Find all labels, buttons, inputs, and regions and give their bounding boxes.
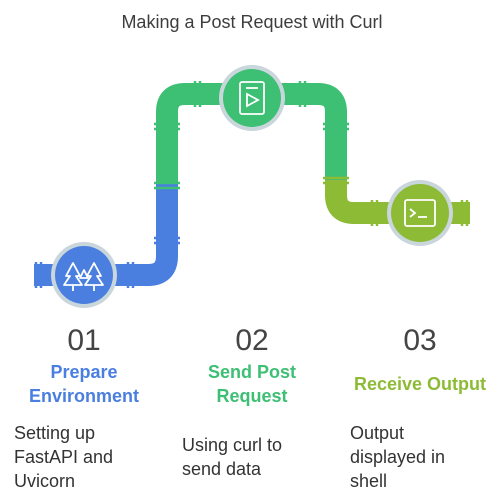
step-2-number: 02 <box>235 324 269 357</box>
pipe-segment-blue <box>34 182 178 286</box>
diagram-title: Making a Post Request with Curl <box>121 12 383 32</box>
terminal-icon <box>404 199 436 227</box>
step-3-node <box>387 180 453 246</box>
step-3-number: 03 <box>403 324 437 357</box>
pipe-segment-lime <box>325 180 470 224</box>
step-3-heading: Receive Output <box>353 374 487 394</box>
send-document-icon <box>239 81 265 115</box>
step-2-node <box>219 65 285 131</box>
trees-icon <box>63 262 104 291</box>
step-2-heading: Send Post Request <box>207 362 296 406</box>
step-2-description: Using curl to send data <box>182 435 283 479</box>
step-1-heading: Prepare Environment <box>28 362 139 406</box>
step-3-description: Output displayed in shell <box>350 423 446 491</box>
step-1-node <box>51 242 117 308</box>
step-1-description: Setting up FastAPI and Uvicorn <box>14 423 114 491</box>
step-1-number: 01 <box>67 324 101 357</box>
